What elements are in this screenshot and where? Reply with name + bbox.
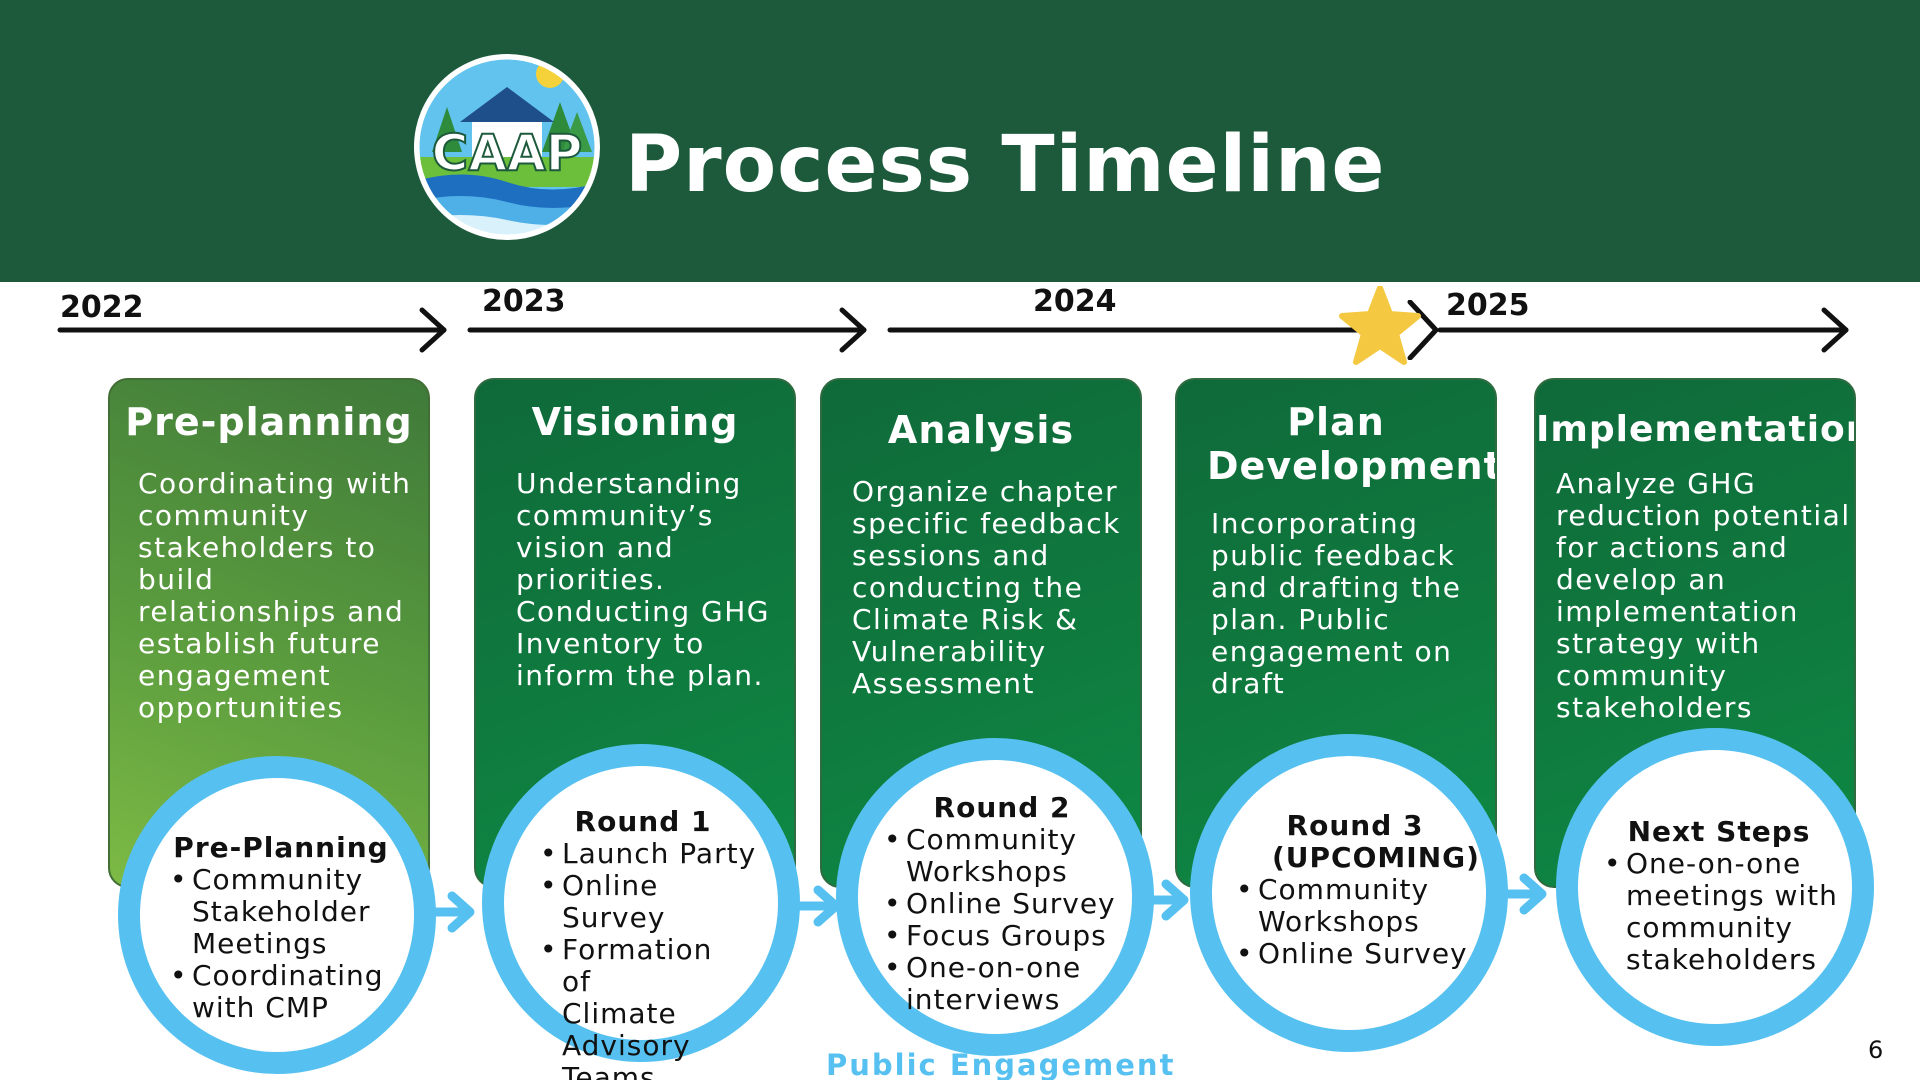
engagement-item: Online Survey	[536, 870, 770, 934]
logo-text: CAAP	[432, 124, 583, 182]
engagement-circle-next-steps: Next Steps One-on-one meetings with comm…	[1556, 728, 1874, 1046]
engagement-item: One-on-one interviews	[880, 952, 1124, 1016]
engagement-heading: Round 1	[574, 805, 712, 838]
stage-title: Analysis	[887, 408, 1075, 452]
timeline-arrows	[57, 300, 1849, 360]
engagement-item: Community Stakeholder Meetings	[166, 864, 396, 960]
engagement-circle-round-2: Round 2 Community Workshops Online Surve…	[836, 738, 1154, 1056]
star-icon	[1339, 286, 1421, 365]
caap-logo: CAAP	[412, 52, 602, 242]
year-2022: 2022	[60, 290, 144, 325]
stage-title: Plan Development	[1207, 400, 1497, 488]
page-title: Process Timeline	[625, 120, 1386, 210]
engagement-circle-round-1: Round 1 Launch Party Online Survey Forma…	[482, 744, 800, 1080]
stage-description: Organize chapter specific feedback sessi…	[852, 475, 1121, 700]
year-2023: 2023	[482, 284, 566, 319]
engagement-item: Online Survey	[880, 888, 1124, 921]
stage-description: Incorporating public feedback and drafti…	[1211, 507, 1462, 700]
engagement-item: Community Workshops	[1232, 874, 1478, 938]
public-engagement-label: Public Engagement	[826, 1048, 1176, 1080]
engagement-item: Coordinating with CMP	[166, 960, 396, 1024]
page-number: 6	[1868, 1036, 1884, 1064]
stage-description: Analyze GHG reduction potential for acti…	[1556, 467, 1851, 724]
stage-description: Understanding community’s vision and pri…	[516, 467, 770, 692]
engagement-item: Focus Groups	[880, 920, 1124, 953]
engagement-heading: Next Steps	[1627, 815, 1811, 848]
engagement-item: One-on-one meetings with community stake…	[1600, 848, 1838, 976]
engagement-item: Launch Party	[536, 838, 770, 871]
engagement-heading: Pre-Planning	[173, 831, 389, 864]
stage-description: Coordinating with community stakeholders…	[138, 467, 412, 724]
engagement-circle-round-3: Round 3 (UPCOMING) Community Workshops O…	[1190, 734, 1508, 1052]
engagement-heading: Round 2	[933, 791, 1071, 824]
header-banner: CAAP Process Timeline	[0, 0, 1920, 282]
engagement-heading: Round 3 (UPCOMING)	[1272, 809, 1480, 874]
stage-title: Pre-planning	[125, 400, 413, 444]
year-2024: 2024	[1033, 284, 1117, 319]
engagement-circle-pre-planning: Pre-Planning Community Stakeholder Meeti…	[118, 756, 436, 1074]
stage-title: Visioning	[531, 400, 739, 444]
stage-title: Implementation	[1536, 409, 1856, 450]
engagement-item: Online Survey	[1232, 938, 1478, 971]
engagement-item: Formation of Climate Advisory Teams	[536, 934, 770, 1080]
year-2025: 2025	[1446, 288, 1530, 323]
engagement-item: Community Workshops	[880, 824, 1124, 888]
